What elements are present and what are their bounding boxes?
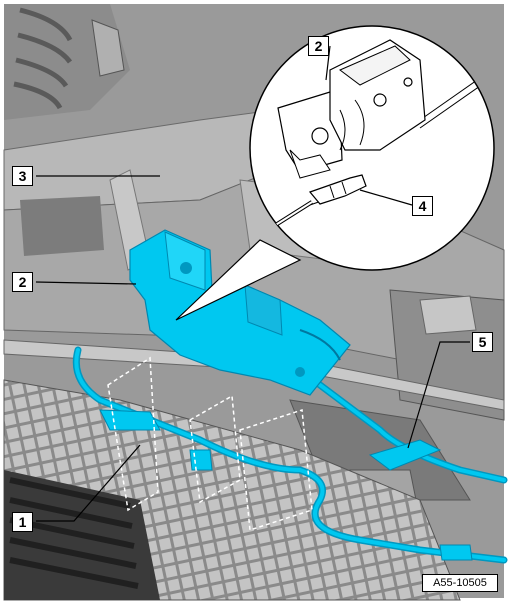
callout-4: 4: [412, 196, 433, 216]
figure-reference-code: A55-10505: [422, 574, 498, 592]
release-cable: [72, 346, 508, 564]
bonnet-lock: [129, 229, 351, 396]
front-grille: [3, 339, 505, 601]
callout-3: 3: [12, 166, 33, 186]
callout-2: 2: [12, 272, 33, 292]
upper-left-component: [4, 4, 130, 120]
callout-1: 1: [12, 512, 33, 532]
clip-position-outlines: [107, 356, 313, 531]
callout-5: 5: [472, 332, 493, 352]
callout-2-detail: 2: [308, 36, 329, 56]
leader-lines: [35, 45, 470, 522]
